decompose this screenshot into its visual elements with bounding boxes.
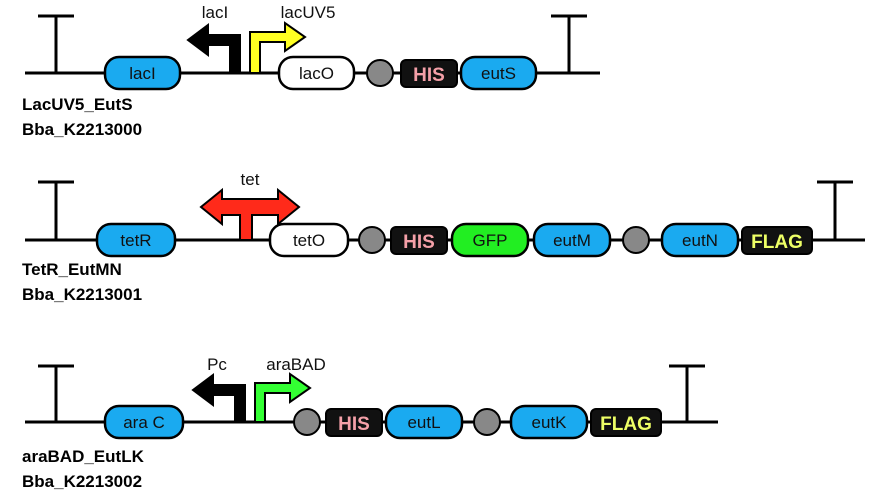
promoter-label: tet: [241, 170, 260, 189]
rbs-circle: [358, 226, 386, 254]
tag-his: HIS: [390, 226, 448, 255]
tag-label: FLAG: [751, 232, 803, 253]
rbs-circle: [293, 408, 321, 436]
cds-label: tetR: [120, 231, 151, 250]
operator-label: tetO: [293, 231, 325, 250]
cds-tetr: tetR: [95, 222, 177, 258]
construct-id: Bba_K2213002: [22, 472, 142, 491]
cds-label: eutN: [682, 231, 718, 250]
cds-label: eutM: [553, 231, 591, 250]
promoter-label: lacUV5: [281, 3, 336, 22]
promoter-lacuv5-forward: lacUV5: [249, 3, 336, 74]
construct-tetr-eutmn: tetR tet tetO HIS GFP eutM eutN: [22, 170, 865, 304]
operator-teto: tetO: [268, 222, 350, 258]
promoter-arabad-forward: araBAD: [254, 355, 326, 423]
construct-id: Bba_K2213000: [22, 120, 142, 139]
construct-name: araBAD_EutLK: [22, 447, 145, 466]
cds-label: eutS: [481, 64, 516, 83]
promoter-pc-reverse: Pc: [191, 355, 246, 423]
cds-eutl: eutL: [384, 404, 464, 440]
tag-label: HIS: [403, 232, 435, 253]
operator-label: lacO: [299, 64, 334, 83]
tag-his: HIS: [400, 59, 458, 88]
rbs-circle: [366, 59, 394, 87]
terminator-right: [551, 14, 587, 73]
terminator-right: [669, 364, 705, 422]
tag-label: HIS: [338, 414, 370, 435]
terminator-left: [38, 364, 74, 422]
promoter-label: araBAD: [266, 355, 326, 374]
operator-laco: lacO: [277, 55, 356, 91]
rbs-circle: [473, 408, 501, 436]
tag-flag: FLAG: [741, 226, 813, 255]
terminator-right: [817, 180, 853, 240]
cds-euts: eutS: [459, 55, 538, 91]
terminator-left: [38, 14, 74, 73]
promoter-label: Pc: [207, 355, 227, 374]
terminator-left: [38, 180, 74, 240]
tag-his: HIS: [325, 408, 383, 437]
tag-label: FLAG: [600, 414, 652, 435]
cds-arac: ara C: [103, 404, 185, 440]
construct-lacuv5-euts: lacI lacI lacUV5 lacO HIS eutS Lac: [22, 3, 600, 139]
construct-id: Bba_K2213001: [22, 285, 142, 304]
cds-label: GFP: [473, 231, 508, 250]
cds-label: ara C: [123, 413, 165, 432]
tag-label: HIS: [413, 65, 445, 86]
cds-label: eutK: [532, 413, 568, 432]
cds-eutk: eutK: [509, 404, 589, 440]
promoter-laci-reverse: lacI: [186, 3, 241, 74]
cds-laci: lacI: [103, 55, 182, 91]
tag-flag: FLAG: [590, 408, 662, 437]
construct-arabad-eutlk: ara C Pc araBAD HIS eutL eutK FLAG: [22, 355, 718, 491]
promoter-label: lacI: [202, 3, 228, 22]
cds-gfp: GFP: [450, 222, 530, 258]
promoter-tet-bidirectional: tet: [199, 170, 301, 241]
cds-label: eutL: [407, 413, 440, 432]
construct-name: LacUV5_EutS: [22, 95, 133, 114]
cds-eutm: eutM: [532, 222, 612, 258]
cds-label: lacI: [129, 64, 155, 83]
cds-eutn: eutN: [660, 222, 740, 258]
construct-name: TetR_EutMN: [22, 260, 122, 279]
rbs-circle: [622, 226, 650, 254]
